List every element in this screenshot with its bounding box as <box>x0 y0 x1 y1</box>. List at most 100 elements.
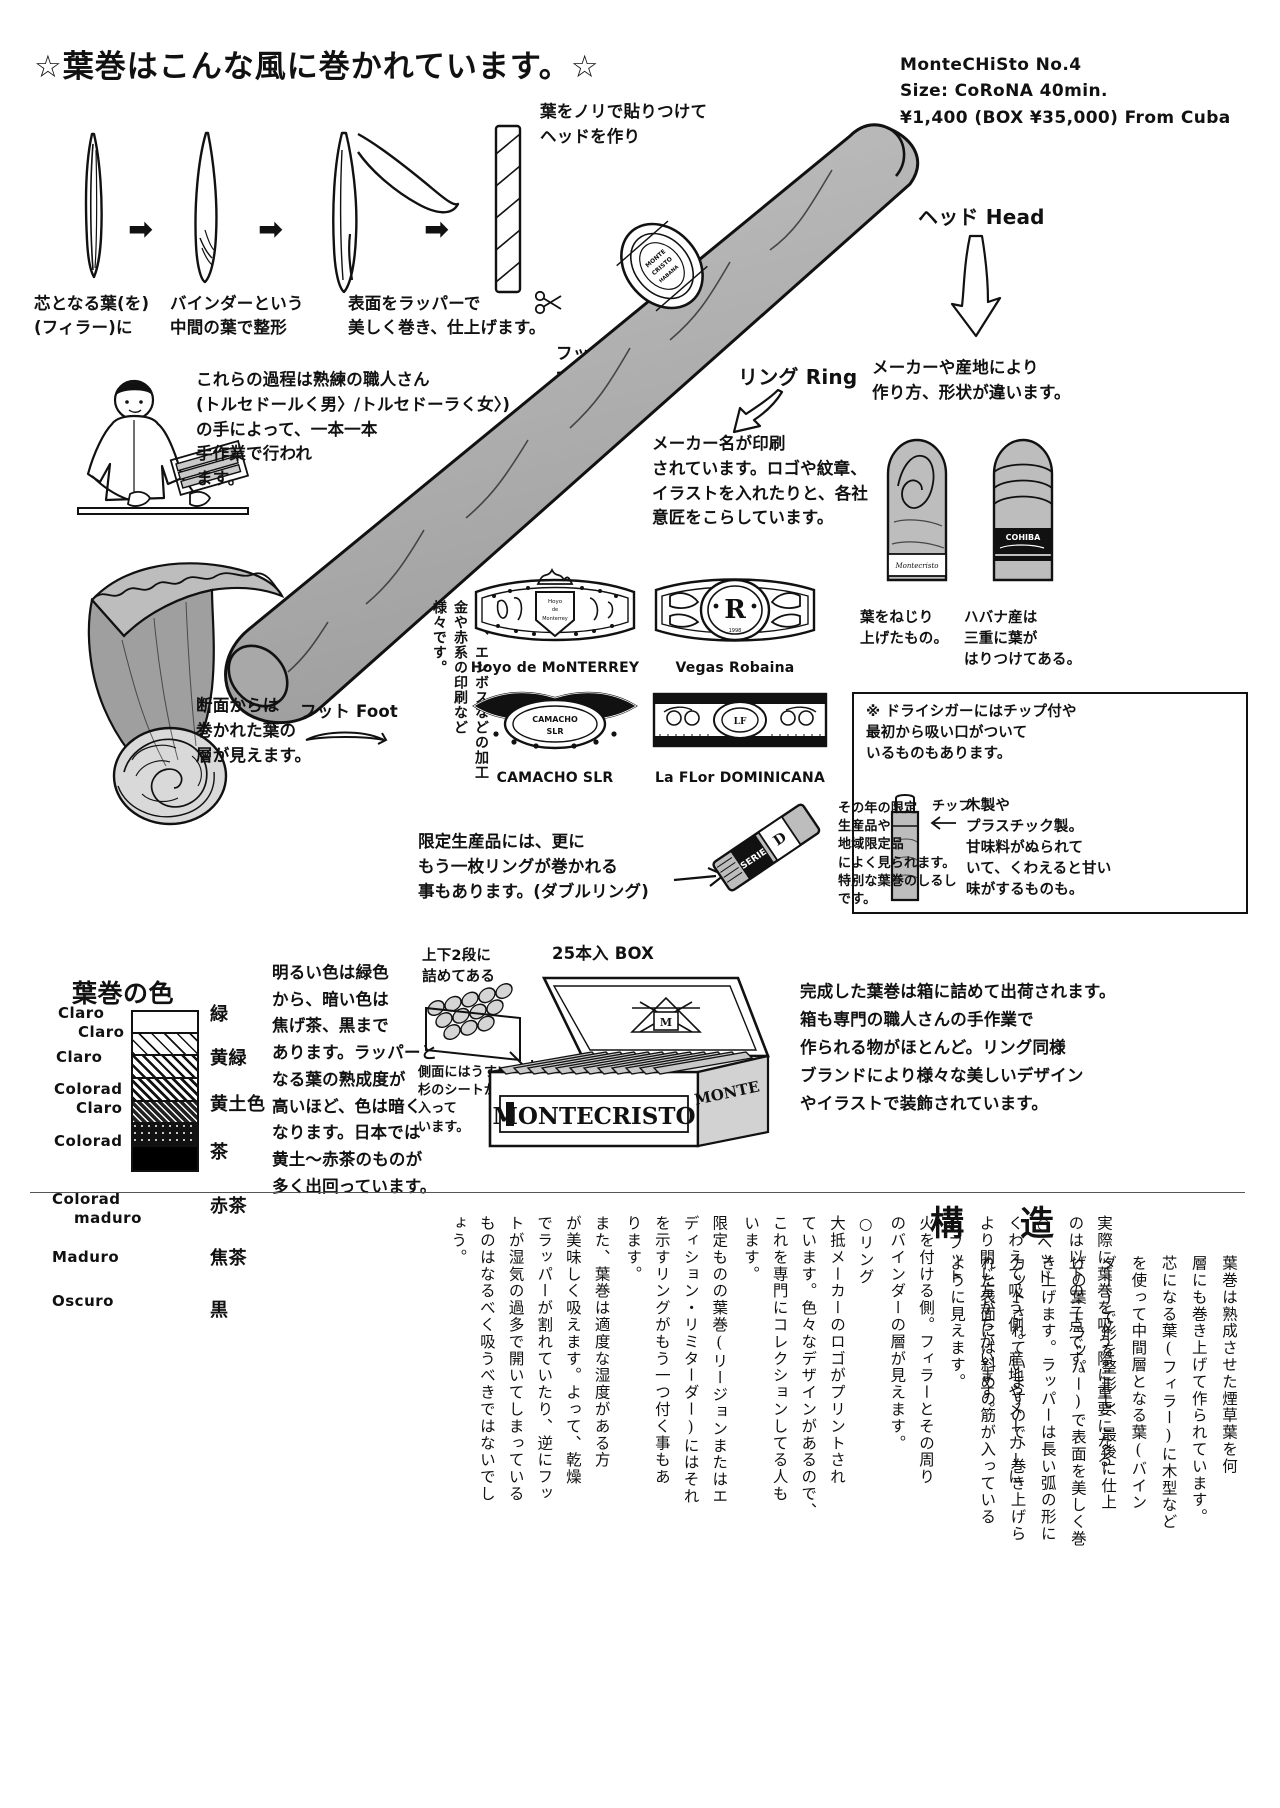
product-info-block: MonteCHiSto No.4 Size: CoRoNA 40min. ¥1,… <box>900 52 1231 131</box>
box-stack-note: 上下2段に 詰めてある <box>422 946 495 988</box>
foot-label: フット Foot <box>300 702 399 721</box>
ring-sample-camacho: CAMACHO SLR CAMACHO SLR <box>470 672 640 786</box>
craftsman-illustration <box>72 368 252 548</box>
cigar-box-illustration: M MONTECRISTO MONTE <box>470 968 790 1178</box>
process-leaf-3-icon <box>306 130 466 295</box>
ring-sample-laflor: LF La FLor DOMINICANA <box>650 672 830 786</box>
box-inner-note-text: 側面にはうすい 杉のシートが 入って います。 <box>418 1065 511 1135</box>
ring-label-hoyo: Hoyo de MoNTERREY <box>470 660 640 676</box>
color-label-colorad-maduro-l1: Colorad <box>52 1190 121 1208</box>
process-caption-3-line2: 美しく巻き、仕上げます。 <box>348 317 546 337</box>
head-shape-twist-illustration: Montecristo <box>874 432 960 582</box>
maker-difference-note: メーカーや産地により 作り方、形状が違います。 <box>872 356 1071 406</box>
twist-note-text: 葉をねじり 上げたもの。 <box>860 610 949 648</box>
color-seg-claro <box>133 1034 197 1056</box>
ring-sample-hoyo: Hoyo de Monterrey Hoyo de MoNTERREY <box>470 562 640 676</box>
color-label-colorad-maduro: Colorad maduro <box>52 1190 188 1228</box>
head-label: ヘッド Head <box>918 205 1045 229</box>
color-label-colorad-claro-l2: Claro <box>76 1098 123 1117</box>
process-caption-1-line1: 芯となる葉(を) <box>34 294 150 313</box>
head-arrow-icon <box>950 232 1006 342</box>
color-seg-claro-claro <box>133 1012 197 1035</box>
bottom-column-0: 実際に葉巻を吸う際に重要になる のは以下の三点です。 <box>1066 1215 1113 1469</box>
ring-label-camacho: CAMACHO SLR <box>496 770 614 786</box>
color-value-yellowgreen: 黄緑 <box>210 1048 247 1069</box>
chip-note: 木製や プラスチック製。 甘味料がぬられて いて、くわえると甘い 味がするものも… <box>966 796 1111 901</box>
ring-label: リング Ring <box>738 365 858 389</box>
color-seg-oscuro <box>133 1147 197 1170</box>
craftsman-note: これらの過程は熟練の職人さん (トルセドールく男〉/トルセドーラく女〉) の手に… <box>196 368 510 492</box>
cross-section-note-text: 断面からは 巻かれた葉の 層が見えます。 <box>196 696 312 765</box>
color-label-colorad: Colorad <box>54 1132 123 1150</box>
double-ring-note: 限定生産品には、更に もう一枚リングが巻かれる 事もあります。(ダブルリング) <box>418 830 649 904</box>
limited-note: その年の限定 生産品や 地域限定品 によく見られます。 特別な葉巻のしるし です… <box>838 800 957 909</box>
double-ring-note-text: 限定生産品には、更に もう一枚リングが巻かれる 事もあります。(ダブルリング) <box>418 832 649 901</box>
process-rolled-cigar-icon <box>486 120 530 300</box>
color-label-colorad-maduro-l2: maduro <box>74 1208 142 1227</box>
ring-description-text: メーカー名が印刷 されています。ロゴや紋章、 イラストを入れたりと、各社 意匠を… <box>652 434 869 528</box>
ring-sample-vegas: R 1998 Vegas Robaina <box>650 562 820 676</box>
bottom-text-columns: 実際に葉巻を吸う際に重要になる のは以下の三点です。 ○ヘッド くわえて吸う側。… <box>30 1215 1118 1785</box>
page-title: ☆葉巻はこんな風に巻かれています。☆ <box>34 49 600 85</box>
process-caption-3: 表面をラッパーで 美しく巻き、仕上げます。 <box>348 292 546 340</box>
color-value-brown: 茶 <box>210 1142 229 1163</box>
scissors-icon <box>534 290 564 316</box>
color-label-colorad-claro: Colorad Claro <box>54 1080 188 1118</box>
process-leaf-1-icon <box>70 130 116 280</box>
box-description-text: 完成した葉巻は箱に詰めて出荷されます。 箱も専門の職人さんの手作業で 作られる物… <box>800 982 1116 1114</box>
color-seg-colorad <box>133 1078 197 1102</box>
chip-label: チップ <box>932 799 972 814</box>
double-ring-cigar-illustration: SERIE D <box>708 790 828 910</box>
dry-cigar-note-text: ※ ドライシガーにはチップ付や 最初から吸い口がついて いるものもあります。 <box>866 704 1077 763</box>
process-arrow-2-icon: ➡ <box>258 212 284 247</box>
color-chart-description: 明るい色は緑色 から、暗い色は 焦げ茶、黒まで あります。ラッパーと なる葉の熟… <box>272 960 437 1200</box>
process-glue-note: 葉をノリで貼りつけて ヘッドを作り <box>540 100 707 150</box>
twist-note: 葉をねじり 上げたもの。 <box>860 608 948 650</box>
svg-text:CAMACHO: CAMACHO <box>532 715 578 724</box>
svg-text:LF: LF <box>734 717 747 727</box>
process-glue-note-text: 葉をノリで貼りつけて ヘッドを作り <box>540 102 708 146</box>
color-chart-title: 葉巻の色 <box>72 979 175 1008</box>
dry-cigar-panel <box>852 692 1248 914</box>
color-label-claro: Claro <box>56 1048 103 1066</box>
svg-text:COHIBA: COHIBA <box>1006 533 1041 542</box>
product-name: MonteCHiSto No.4 <box>900 55 1082 75</box>
bottom-column-2: ○フット 火を付ける側。フィラーとその周り のバインダーの層が見えます。 <box>888 1215 964 1486</box>
emboss-note: 箔押、エンボスなどの加工 金や赤系の印刷など 様々です。 <box>428 600 491 800</box>
dry-cigar-note: ※ ドライシガーにはチップ付や 最初から吸い口がついて いるものもあります。 <box>866 702 1077 765</box>
chip-cigar-illustration <box>872 792 942 904</box>
svg-text:R: R <box>724 595 746 625</box>
process-caption-3-line1: 表面をラッパーで <box>348 294 481 313</box>
color-label-claro-claro: Claro Claro <box>58 1004 188 1042</box>
color-seg-colorad-maduro <box>133 1101 197 1125</box>
process-arrow-1-icon: ➡ <box>128 212 154 247</box>
box-description: 完成した葉巻は箱に詰めて出荷されます。 箱も専門の職人さんの手作業で 作られる物… <box>800 978 1116 1118</box>
bottom-column-3: ○リング 大抵メーカーのロゴがプリントされ ています。色々なデザインがあるので、… <box>741 1215 875 1520</box>
ring-arrow-icon <box>730 388 790 440</box>
box-stack-illustration <box>420 983 530 1066</box>
bottom-column-4: 限定ものの葉巻(リージョンまたはエ ディション・リミターダー)にはそれ を示すリ… <box>624 1215 729 1505</box>
process-caption-1: 芯となる葉(を) (フィラー)に <box>34 292 149 340</box>
product-size: Size: CoRoNA 40min. <box>900 81 1108 102</box>
chip-pointer-icon <box>928 814 958 832</box>
product-price: ¥1,400 (BOX ¥35,000) From Cuba <box>900 107 1231 128</box>
svg-text:1998: 1998 <box>729 628 742 634</box>
maker-difference-text: メーカーや産地により 作り方、形状が違います。 <box>872 358 1071 402</box>
ring-label-laflor: La FLor DOMINICANA <box>655 770 825 786</box>
color-chart-bar <box>131 1010 199 1172</box>
process-arrow-3-icon: ➡ <box>424 212 450 247</box>
bottom-column-1: ○ヘッド くわえて吸う側。産地やメーカーに より閉じ方がちがいます。 <box>977 1215 1053 1486</box>
emboss-note-text: 箔押、エンボスなどの加工 金や赤系の印刷など 様々です。 <box>431 600 489 780</box>
svg-text:M: M <box>660 1016 672 1029</box>
color-value-redbrown: 赤茶 <box>210 1196 247 1217</box>
ring-label-vegas: Vegas Robaina <box>675 660 795 676</box>
svg-text:Monterrey: Monterrey <box>542 616 568 622</box>
color-seg-maduro <box>133 1124 197 1148</box>
craftsman-note-text: これらの過程は熟練の職人さん (トルセドールく男〉/トルセドーラく女〉) の手に… <box>196 370 511 488</box>
bottom-heading: 構 造 <box>930 1204 1076 1244</box>
svg-text:SLR: SLR <box>546 727 563 736</box>
process-leaf-2-icon <box>178 130 234 285</box>
bottom-divider <box>30 1192 1245 1193</box>
color-seg-colorad-claro <box>133 1055 197 1079</box>
box-inner-note: 側面にはうすい 杉のシートが 入って います。 <box>418 1064 510 1137</box>
